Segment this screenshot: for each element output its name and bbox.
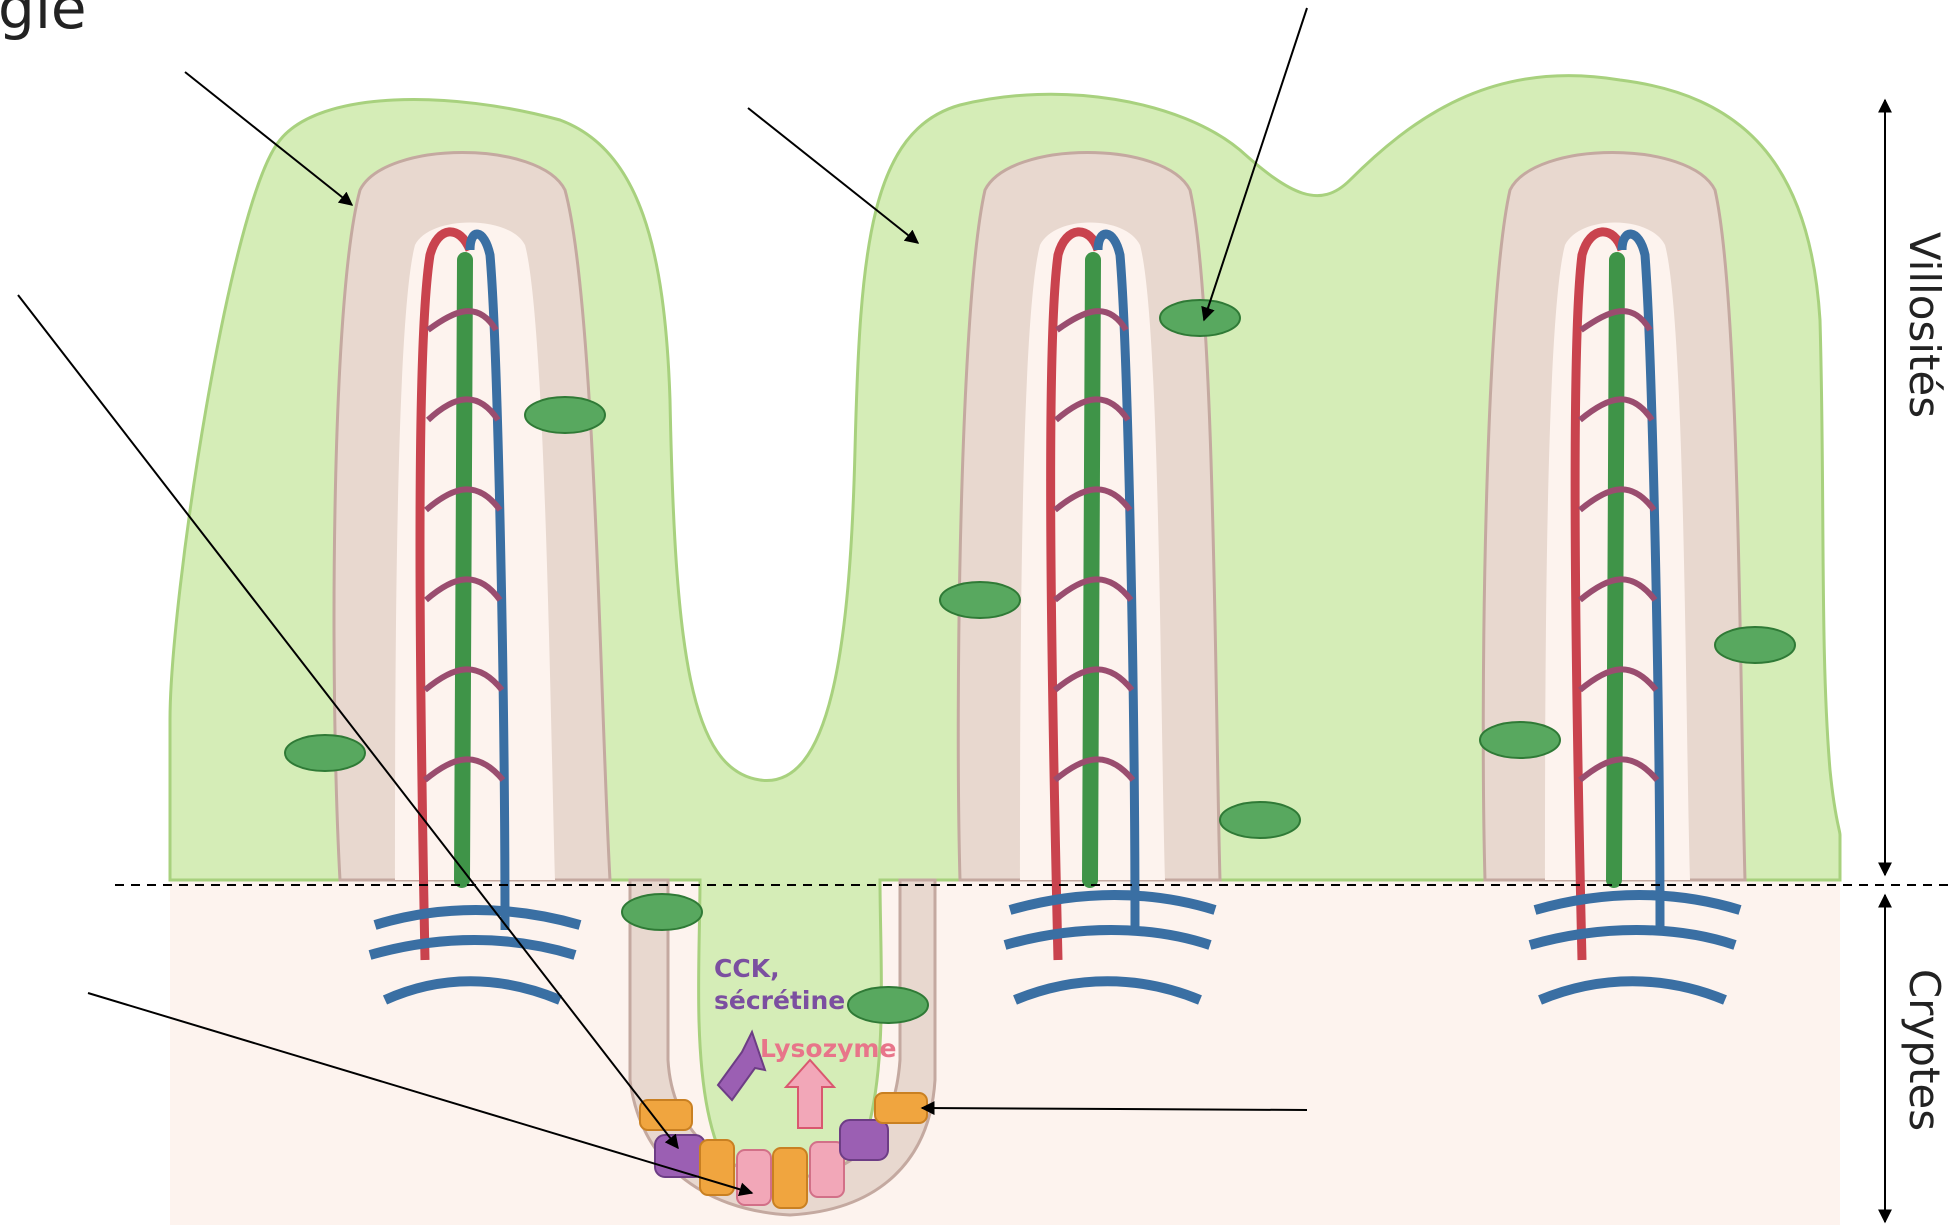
hormone-label-line-1: CCK, xyxy=(714,954,780,983)
villus-3 xyxy=(1483,153,1745,1001)
paneth-cell xyxy=(773,1148,807,1208)
enzyme-label: Lysozyme xyxy=(760,1034,896,1063)
title-fragment: gie xyxy=(0,0,87,42)
villi-label: Villosités xyxy=(1900,232,1949,418)
goblet-cell xyxy=(848,987,928,1023)
villus-1 xyxy=(334,153,610,1001)
hormone-label-line-2: sécrétine xyxy=(714,986,845,1015)
paneth-cell xyxy=(640,1100,692,1130)
goblet-cell xyxy=(940,582,1020,618)
goblet-cell xyxy=(1160,300,1240,336)
paneth-cell xyxy=(875,1093,927,1123)
goblet-cell xyxy=(622,894,702,930)
villus-3-lacteal xyxy=(1614,260,1617,880)
villus-2-lacteal xyxy=(1090,260,1093,880)
stem-cell xyxy=(810,1142,844,1197)
goblet-cell xyxy=(1715,627,1795,663)
villus-2 xyxy=(958,153,1220,1001)
goblet-cell xyxy=(285,735,365,771)
goblet-cell xyxy=(1480,722,1560,758)
goblet-cell xyxy=(1220,802,1300,838)
enteroendocrine-cell xyxy=(840,1120,888,1160)
villus-1-lacteal xyxy=(462,260,465,880)
stem-cell xyxy=(737,1150,771,1205)
crypts-label: Cryptes xyxy=(1900,969,1949,1131)
goblet-cell xyxy=(525,397,605,433)
